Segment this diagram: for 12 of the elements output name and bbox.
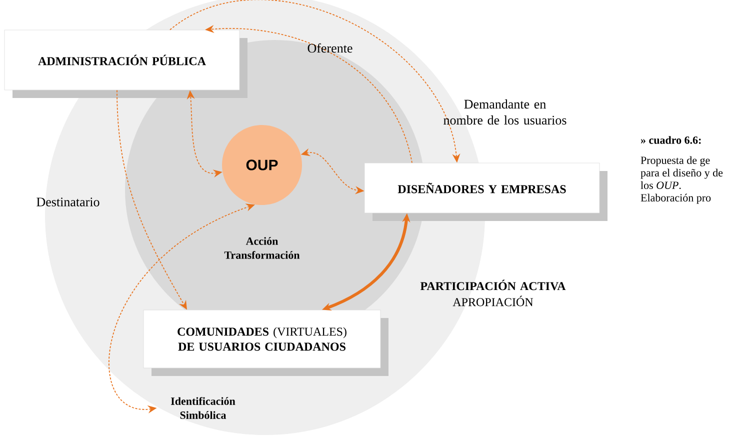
- caption-text: Propuesta de ge para el diseño y de los OUP. Elaboración pro: [640, 156, 723, 204]
- figure-number: » cuadro 6.6:: [640, 136, 701, 144]
- process-box: COMUNIDADES (VIRTUALES) DE USUARIOS CIUDADANOS: [143, 310, 388, 376]
- node-text: Identificación Simbólica: [171, 397, 236, 419]
- edge-label: Demandante en nombre de los usuarios: [444, 99, 566, 125]
- edge-label: Oferente: [308, 43, 352, 53]
- label-text: APROPIACIÓN: [452, 296, 534, 306]
- label-text: PARTICIPACIÓN ACTIVA: [420, 280, 566, 290]
- process-box: DISEÑADORES Y EMPRESAS: [364, 162, 608, 221]
- process-box: ADMINISTRACIÓN PÚBLICA: [4, 30, 248, 98]
- label-text: Acción Transformación: [224, 237, 300, 259]
- edge-label: Destinatario: [36, 198, 100, 206]
